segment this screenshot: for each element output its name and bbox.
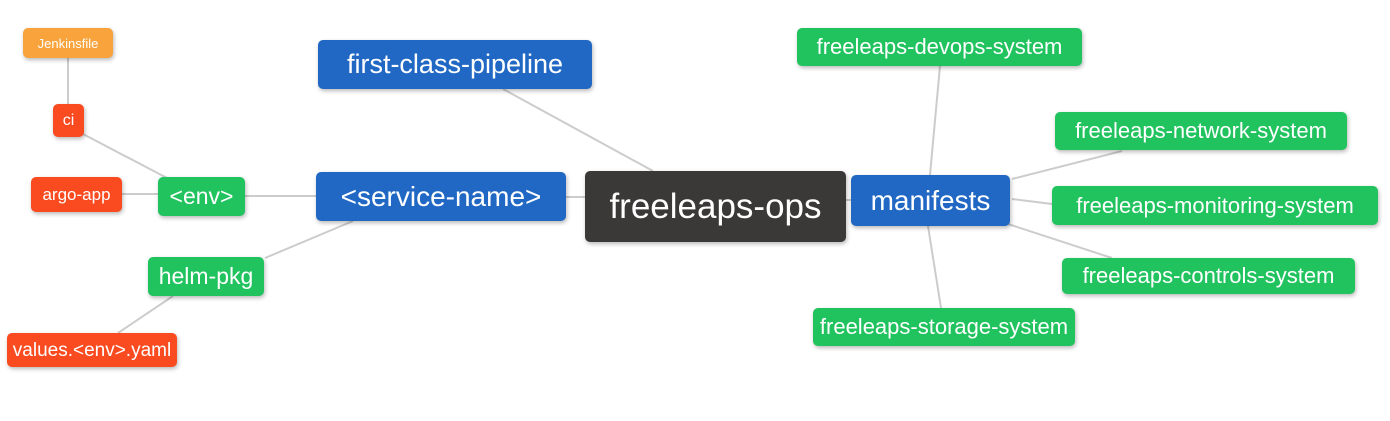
edge-helm-pkg-service-name [264,220,354,259]
node-first-class-pipeline[interactable]: first-class-pipeline [318,40,592,89]
edge-ci-env [82,133,168,179]
node-freeleaps-ops-root[interactable]: freeleaps-ops [585,171,846,242]
edge-group [67,57,1123,334]
node-freeleaps-network-system[interactable]: freeleaps-network-system [1055,112,1347,150]
node-jenkinsfile[interactable]: Jenkinsfile [23,28,113,58]
edge-manifests-storage [927,225,942,309]
edge-manifests-network [1011,150,1123,180]
node-ci[interactable]: ci [53,104,84,137]
node-freeleaps-controls-system[interactable]: freeleaps-controls-system [1062,258,1355,294]
edge-manifests-monitoring [1011,198,1053,205]
node-manifests[interactable]: manifests [851,175,1010,226]
edge-manifests-devops [929,65,941,176]
node-values-env-yaml[interactable]: values.<env>.yaml [7,333,177,367]
node-freeleaps-devops-system[interactable]: freeleaps-devops-system [797,28,1082,66]
edge-values-helm-pkg [117,295,174,334]
node-freeleaps-storage-system[interactable]: freeleaps-storage-system [813,308,1075,346]
edge-manifests-controls [1007,223,1113,259]
node-argo-app[interactable]: argo-app [31,177,122,212]
node-freeleaps-monitoring-system[interactable]: freeleaps-monitoring-system [1052,186,1378,225]
edge-pipeline-ops [502,88,654,172]
node-env[interactable]: <env> [158,177,245,216]
node-helm-pkg[interactable]: helm-pkg [148,257,264,296]
node-service-name[interactable]: <service-name> [316,172,566,221]
